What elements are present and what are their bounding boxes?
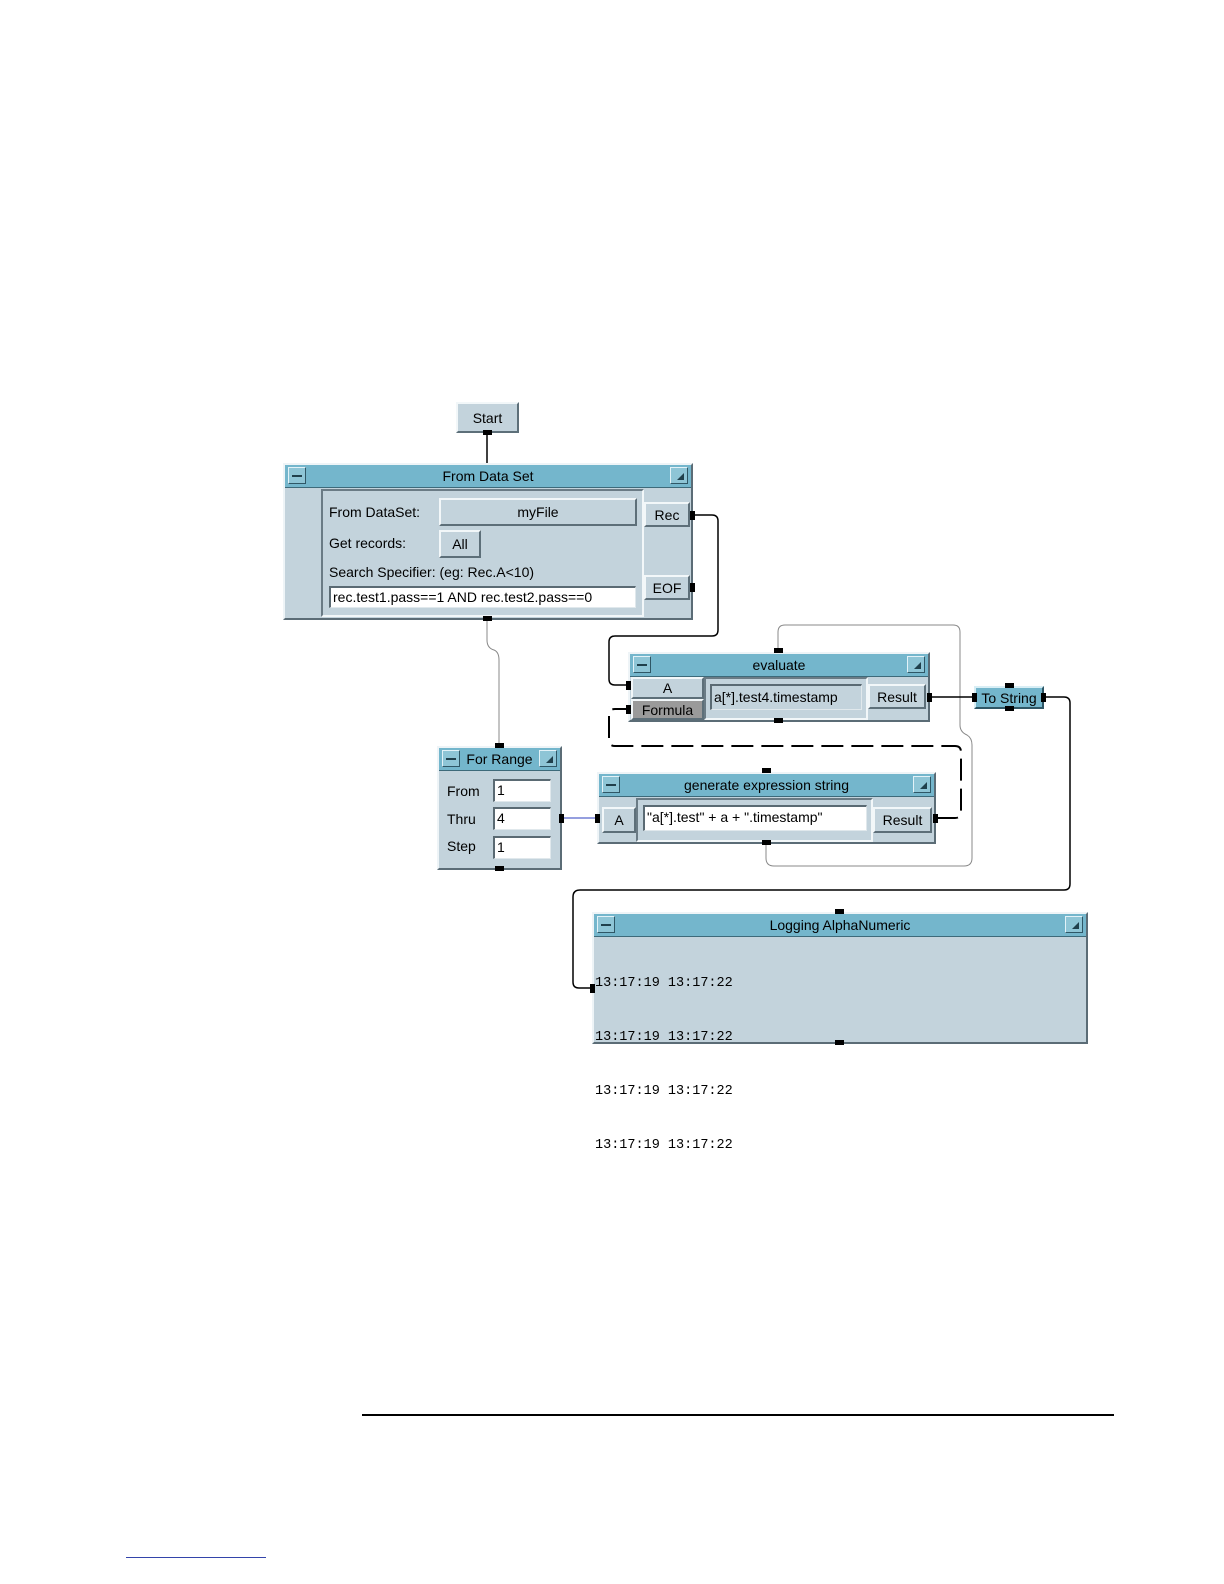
to-string-sequence-out-pin[interactable]	[1005, 706, 1014, 711]
generate-output-result-label: Result	[882, 812, 923, 828]
evaluate-object[interactable]: evaluate A Formula a[*].test4.timestamp …	[628, 652, 930, 722]
to-string-output-pin[interactable]	[1041, 693, 1046, 702]
dataset-button[interactable]: myFile	[439, 498, 637, 526]
for-range-thru-value: 4	[497, 810, 505, 826]
from-data-set-panel: From DataSet: myFile Get records: All Se…	[321, 489, 644, 617]
for-range-thru-field[interactable]: 4	[493, 807, 551, 830]
to-string-input-pin[interactable]	[972, 693, 977, 702]
get-records-label: Get records:	[329, 535, 407, 551]
evaluate-formula-value: a[*].test4.timestamp	[714, 689, 838, 705]
from-data-set-sequence-out-pin[interactable]	[483, 616, 492, 621]
start-button[interactable]: Start	[456, 402, 519, 433]
search-specifier-label: Search Specifier: (eg: Rec.A<10)	[329, 564, 535, 580]
generate-sequence-out-pin[interactable]	[762, 840, 771, 845]
generate-sequence-in-pin[interactable]	[762, 768, 771, 773]
for-range-sequence-in-pin[interactable]	[495, 743, 504, 748]
evaluate-titlebar[interactable]: evaluate	[630, 654, 928, 677]
logging-alphanumeric-title: Logging AlphaNumeric	[769, 917, 911, 933]
logging-output-area: 13:17:19 13:17:22 13:17:19 13:17:22 13:1…	[595, 939, 1075, 1153]
evaluate-title: evaluate	[752, 657, 806, 673]
get-records-value: All	[452, 536, 468, 552]
log-line: 13:17:19 13:17:22	[595, 1138, 733, 1153]
for-range-output-pin[interactable]	[559, 814, 564, 823]
from-data-set-titlebar[interactable]: From Data Set	[285, 465, 691, 488]
for-range-sequence-out-pin[interactable]	[495, 866, 504, 871]
minimize-icon[interactable]	[288, 467, 306, 484]
object-menu-icon[interactable]	[907, 656, 925, 673]
log-line: 13:17:19 13:17:22	[595, 976, 733, 991]
generate-input-a[interactable]: A	[602, 807, 636, 833]
for-range-from-value: 1	[497, 782, 505, 798]
minimize-icon[interactable]	[442, 750, 460, 767]
generate-output-result[interactable]: Result	[873, 807, 932, 833]
rec-output-terminal[interactable]: Rec	[644, 502, 690, 527]
evaluate-sequence-in-pin[interactable]	[774, 648, 783, 653]
footer-rule	[362, 1414, 1114, 1416]
for-range-step-label: Step	[447, 838, 476, 854]
object-menu-icon[interactable]	[670, 467, 688, 484]
evaluate-output-pin[interactable]	[927, 693, 932, 702]
generate-formula-panel: "a[*].test" + a + ".timestamp"	[636, 798, 873, 842]
logging-sequence-in-pin[interactable]	[835, 909, 844, 914]
to-string-sequence-in-pin[interactable]	[1005, 683, 1014, 688]
for-range-thru-label: Thru	[447, 811, 476, 827]
rec-output-pin[interactable]	[690, 511, 695, 520]
get-records-button[interactable]: All	[439, 530, 481, 558]
evaluate-formula-field[interactable]: a[*].test4.timestamp	[710, 684, 862, 710]
evaluate-input-a[interactable]: A	[631, 677, 704, 699]
evaluate-input-formula-pin[interactable]	[626, 705, 631, 714]
log-line: 13:17:19 13:17:22	[595, 1030, 733, 1045]
start-button-label: Start	[472, 409, 503, 426]
evaluate-input-formula-label: Formula	[641, 701, 694, 718]
for-range-titlebar[interactable]: For Range	[439, 748, 560, 771]
for-range-from-field[interactable]: 1	[493, 779, 551, 802]
evaluate-formula-panel: a[*].test4.timestamp	[704, 677, 868, 720]
for-range-step-value: 1	[497, 839, 505, 855]
generate-input-a-label: A	[614, 812, 624, 828]
footer-link-underline	[126, 1557, 266, 1558]
minimize-icon[interactable]	[602, 776, 620, 793]
evaluate-input-formula[interactable]: Formula	[631, 699, 704, 720]
generate-expression-title: generate expression string	[684, 777, 849, 793]
for-range-object[interactable]: For Range From 1 Thru 4 Step 1	[437, 746, 562, 870]
rec-output-label: Rec	[654, 506, 680, 523]
for-range-title: For Range	[466, 751, 533, 767]
eof-output-label: EOF	[652, 579, 682, 596]
logging-sequence-out-pin[interactable]	[835, 1040, 844, 1045]
from-dataset-label: From DataSet:	[329, 504, 421, 520]
evaluate-input-a-pin[interactable]	[626, 681, 631, 690]
object-menu-icon[interactable]	[539, 750, 557, 767]
generate-formula-value: "a[*].test" + a + ".timestamp"	[647, 809, 823, 825]
generate-input-a-pin[interactable]	[595, 814, 600, 823]
evaluate-input-a-label: A	[662, 680, 673, 696]
evaluate-output-result-label: Result	[877, 688, 917, 705]
minimize-icon[interactable]	[597, 916, 615, 933]
to-string-label: To String	[981, 689, 1037, 706]
eof-output-pin[interactable]	[690, 583, 695, 592]
start-output-pin[interactable]	[483, 430, 492, 435]
evaluate-sequence-out-pin[interactable]	[774, 718, 783, 723]
from-data-set-object[interactable]: From Data Set From DataSet: myFile Get r…	[283, 463, 693, 620]
logging-input-pin[interactable]	[590, 984, 595, 993]
generate-expression-titlebar[interactable]: generate expression string	[599, 774, 934, 797]
eof-output-terminal[interactable]: EOF	[644, 575, 690, 600]
from-data-set-title: From Data Set	[442, 468, 534, 484]
search-specifier-field[interactable]: rec.test1.pass==1 AND rec.test2.pass==0	[329, 586, 636, 608]
minimize-icon[interactable]	[633, 656, 651, 673]
dataset-value: myFile	[517, 504, 559, 520]
for-range-from-label: From	[447, 783, 480, 799]
logging-alphanumeric-object[interactable]: Logging AlphaNumeric 13:17:19 13:17:22 1…	[592, 912, 1088, 1153]
generate-output-pin[interactable]	[933, 814, 938, 823]
generate-formula-field[interactable]: "a[*].test" + a + ".timestamp"	[643, 805, 867, 831]
evaluate-output-result[interactable]: Result	[868, 684, 926, 709]
log-line: 13:17:19 13:17:22	[595, 1084, 733, 1099]
object-menu-icon[interactable]	[1065, 916, 1083, 933]
search-specifier-value: rec.test1.pass==1 AND rec.test2.pass==0	[333, 589, 593, 605]
logging-alphanumeric-titlebar[interactable]: Logging AlphaNumeric	[594, 914, 1086, 937]
for-range-step-field[interactable]: 1	[493, 836, 551, 859]
object-menu-icon[interactable]	[913, 776, 931, 793]
generate-expression-object[interactable]: generate expression string A "a[*].test"…	[597, 772, 936, 844]
